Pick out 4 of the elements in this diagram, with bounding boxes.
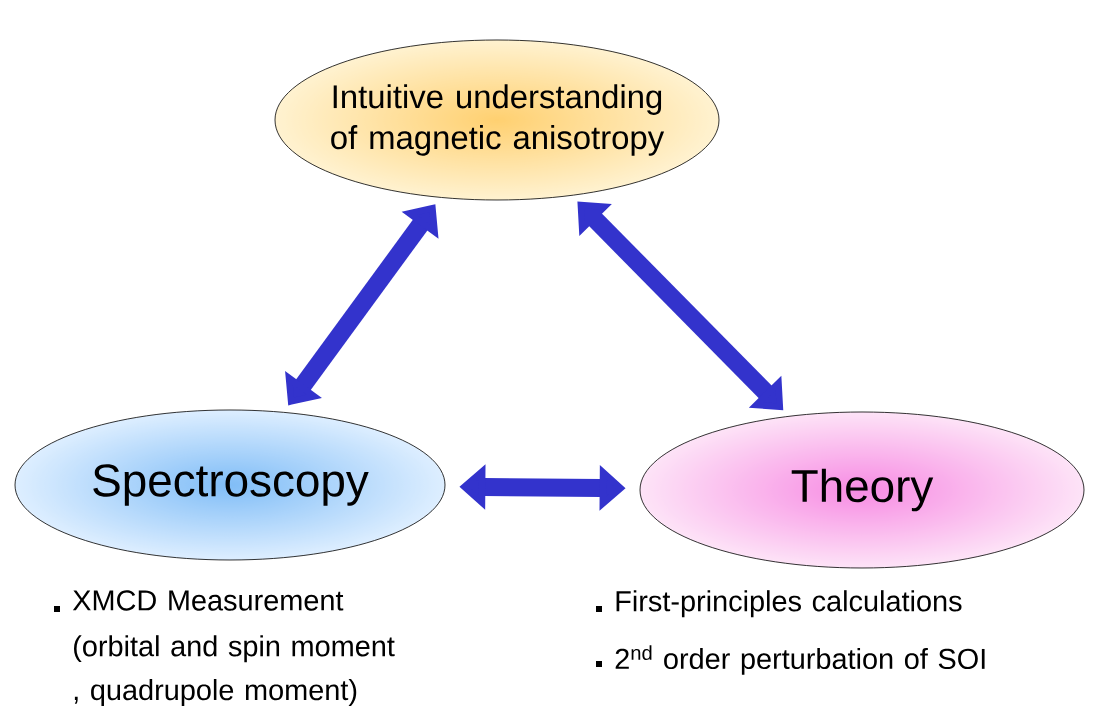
bullet-text: First-principles calculations — [616, 590, 962, 618]
bullet-text: (orbital and spin moment , quadrupole moment) — [74, 635, 395, 706]
bullet-text: XMCD Measurement — [72, 590, 344, 611]
bullet-text: 2$^{nd}$ order perturbation of SOI — [615, 645, 985, 675]
